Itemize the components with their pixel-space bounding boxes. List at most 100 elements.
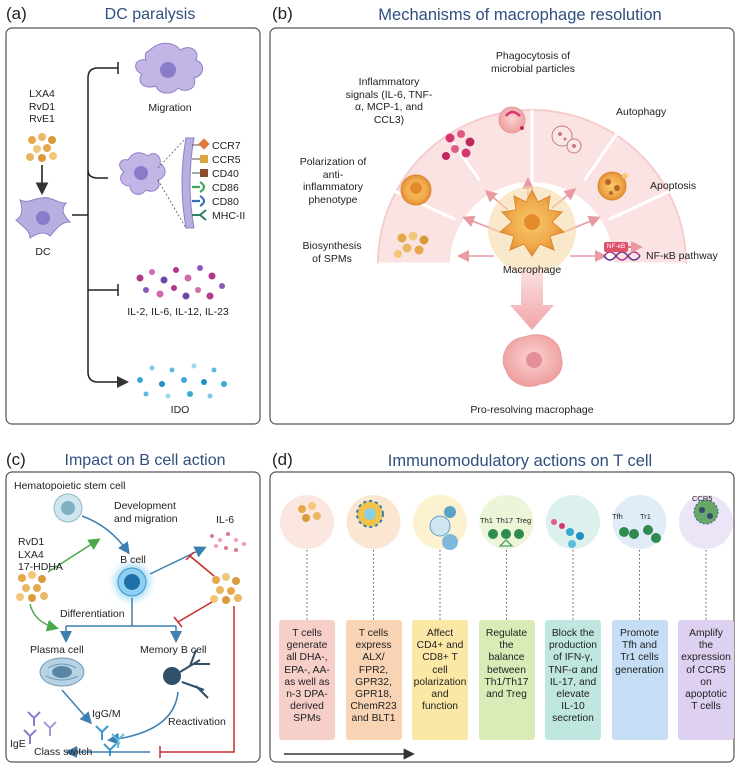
autophagy-label: Autophagy: [616, 106, 667, 118]
box-text-line: FPR2,: [358, 664, 389, 676]
box-text-line: EPA-, AA-: [284, 664, 330, 676]
label-line: phenotype: [308, 193, 358, 206]
box-text-line: apoptotic: [685, 689, 727, 701]
receptor-list: CCR7 CCR5 CD40 CD86 CD80 MHC-II: [212, 139, 245, 223]
antibody-icons: [23, 711, 125, 756]
box-text-line: T cells: [292, 628, 322, 639]
box-text-line: IL-17, and: [549, 676, 597, 688]
panel-b-letter: (b): [272, 4, 293, 23]
mediator-label: LXA4: [18, 548, 44, 561]
iggm-label: IgG/M: [92, 708, 121, 720]
box-text-line: generate: [286, 640, 328, 652]
macrophage-icon: [488, 186, 576, 274]
treg-label: Treg: [516, 516, 532, 525]
label-line: Polarization of: [299, 156, 367, 168]
box-text-line: Affect: [426, 628, 454, 639]
box-text-line: the: [499, 640, 514, 652]
plasma-cell-label: Plasma cell: [30, 644, 84, 656]
box-text-line: polarization: [413, 676, 467, 688]
t-cell-icon-circle: [280, 495, 334, 549]
box-text-line: generation: [615, 664, 664, 676]
th1-label: Th1: [480, 516, 493, 525]
plasma-cell-icon: [39, 657, 85, 687]
differentiation-lines: [60, 598, 182, 643]
box-text-line: ALX/: [362, 652, 385, 664]
dc-label: DC: [35, 246, 51, 258]
inflammatory-signals-label: Inflammatory signals (IL-6, TNF- α, MCP-…: [334, 76, 444, 126]
box-text-line: Regulate: [485, 628, 528, 639]
box-text-line: Promote: [620, 628, 659, 639]
development-label: Development and migration: [114, 500, 178, 525]
mediator-label: 17-HDHA: [18, 561, 63, 573]
label-line: anti-: [322, 168, 344, 181]
migration-label: Migration: [148, 102, 192, 114]
box-text-line: elevate: [556, 689, 590, 701]
box-text-line: on: [700, 676, 712, 688]
hematopoietic-stem-cell-icon: [53, 493, 83, 523]
box-text-line: CD8+ T: [422, 652, 458, 664]
ido-label: IDO: [170, 404, 190, 416]
panel-d-title: Immunomodulatory actions on T cell: [387, 452, 653, 470]
box-text-line: cell: [432, 664, 448, 676]
tfh-label: Tfh: [612, 512, 623, 521]
receptor-mhc2: MHC-II: [212, 210, 246, 222]
box-text-line: Block the: [551, 628, 595, 639]
panel-a-frame: [5, 27, 261, 425]
label-line: Development: [114, 500, 176, 512]
autophagy-icon: [551, 125, 582, 154]
mediator-label: RvE1: [29, 113, 55, 125]
box-text-line: balance: [488, 652, 525, 664]
phagocytosis-label: Phagocytosis of microbial particles: [468, 50, 598, 75]
box-text-line: T cells: [691, 701, 721, 713]
box-text-line: function: [421, 701, 459, 713]
receptor-dc-icon: [119, 137, 195, 229]
b-cell-label: B cell: [120, 554, 146, 566]
apoptosis-label: Apoptosis: [650, 180, 697, 192]
il6-label: IL-6: [216, 514, 235, 526]
t-cell-icon-circle: [546, 495, 600, 549]
box-text-line: production: [548, 640, 598, 652]
panel-a-letter: (a): [6, 4, 27, 23]
box-text-line: SPMs: [293, 713, 321, 725]
polarized-macrophage-icon: [400, 174, 432, 206]
label-line: CCL3): [373, 113, 405, 126]
biosynthesis-icon: [394, 231, 429, 258]
mediator-label: RvD1: [28, 100, 56, 113]
label-line: α, MCP-1, and: [355, 101, 423, 113]
nfkb-tag: NF-κB: [606, 243, 626, 250]
label-line: Phagocytosis of: [495, 50, 571, 62]
lipid-mediator-icon: [26, 133, 57, 162]
panel-b-title: Mechanisms of macrophage resolution: [378, 6, 662, 24]
box-text-line: n-3 DPA-: [286, 689, 328, 701]
cytokine-label: IL-2, IL-6, IL-12, IL-23: [127, 306, 229, 318]
class-switch-label: Class switch: [34, 746, 93, 758]
pro-resolving-macrophage-icon: [502, 334, 563, 387]
panel-c-frame: [5, 471, 261, 763]
cytokine-dots-icon: [136, 265, 225, 300]
box-text-line: as well as: [284, 676, 330, 688]
receptor-ccr7: CCR7: [212, 140, 241, 152]
inhibition-lines: [159, 551, 235, 758]
receptor-cd86: CD86: [212, 182, 239, 194]
label-line: and migration: [114, 512, 178, 525]
label-line: Inflammatory: [358, 76, 420, 88]
box-text-line: ChemR23: [350, 701, 397, 713]
mediator-label: LXA4: [29, 88, 55, 100]
box-text-line: GPR32,: [355, 676, 392, 688]
panel-a-title: DC paralysis: [104, 6, 196, 23]
box-text-line: and Treg: [486, 689, 527, 701]
pro-resolving-label: Pro-resolving macrophage: [470, 404, 594, 416]
biosynthesis-label: Biosynthesis of SPMs: [294, 240, 370, 265]
ido-dots-icon: [137, 363, 227, 399]
ccr5-label: CCR5: [692, 494, 713, 503]
dc-effect-branches: [72, 62, 129, 388]
polarization-label: Polarization of anti- inflammatory pheno…: [290, 156, 376, 206]
box-text-line: all DHA-,: [286, 652, 328, 664]
reactivation-label: Reactivation: [168, 716, 226, 728]
dendritic-cell-icon: [15, 197, 72, 239]
